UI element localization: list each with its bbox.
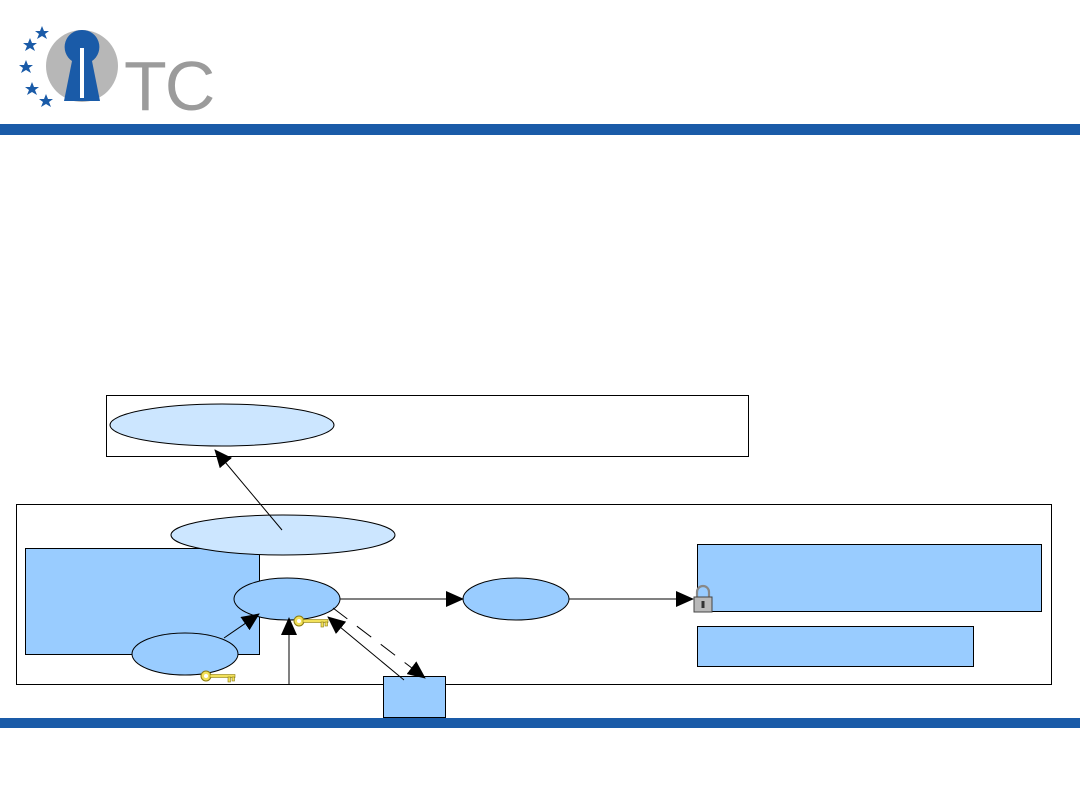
small-lower-ellipse-node xyxy=(131,632,239,676)
star-icons xyxy=(19,26,53,107)
right-ellipse-node xyxy=(462,577,570,621)
arrow-box-to-central xyxy=(327,616,405,681)
upper-ellipse-node xyxy=(109,403,335,447)
dashed-arrow-central-to-box xyxy=(332,607,426,679)
key-icon xyxy=(200,670,236,683)
keyhole-slot xyxy=(80,48,84,98)
arrow-small-to-central xyxy=(223,613,260,639)
bottom-small-box xyxy=(383,676,446,718)
central-ellipse-node xyxy=(233,577,341,621)
middle-light-ellipse xyxy=(170,514,396,556)
padlock-icon xyxy=(693,584,713,613)
logo-text: TC xyxy=(124,47,215,125)
header-bar xyxy=(0,124,1080,135)
footer-bar xyxy=(0,718,1080,728)
right-top-box xyxy=(697,544,1042,612)
logo-mark xyxy=(19,26,118,107)
right-bottom-box xyxy=(697,626,974,667)
left-blue-box xyxy=(25,548,260,655)
key-icon xyxy=(293,615,329,628)
arrow-to-upper-ellipse xyxy=(214,449,283,531)
logo: TC xyxy=(12,20,215,125)
